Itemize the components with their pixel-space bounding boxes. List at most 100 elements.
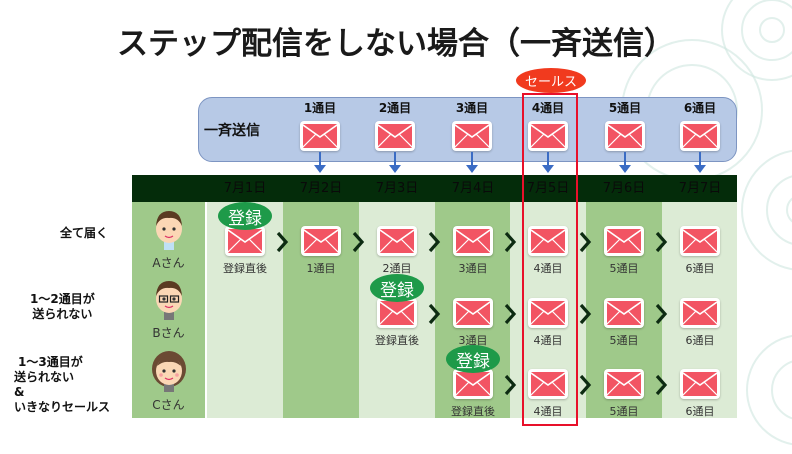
step-mail: 4通目 — [510, 226, 586, 276]
date-label: 7月6日 — [602, 181, 646, 196]
chevron-right-icon — [578, 303, 592, 325]
step-mail: 3通目 — [435, 298, 511, 348]
mail-caption: 4通目 — [533, 262, 563, 275]
bulk-mail-item: 1通目 — [290, 100, 350, 151]
envelope-icon — [375, 121, 415, 151]
envelope-icon — [528, 226, 568, 256]
avatar — [151, 208, 187, 252]
envelope-icon — [680, 121, 720, 151]
down-arrow-icon — [466, 152, 478, 173]
envelope-icon — [680, 226, 720, 256]
mail-caption: 4通目 — [533, 334, 563, 347]
bulk-mail-item: 6通目 — [670, 100, 730, 151]
mail-caption: 1通目 — [306, 262, 336, 275]
page-title: ステップ配信をしない場合（一斉送信） — [117, 26, 675, 62]
envelope-icon — [453, 369, 493, 399]
day-cell — [207, 272, 283, 342]
avatar — [151, 350, 187, 394]
mail-caption: 5通目 — [609, 405, 639, 418]
registration-mail: 登録直後 — [435, 369, 511, 419]
down-arrow-icon — [694, 152, 706, 173]
envelope-icon — [300, 121, 340, 151]
mail-caption: 4通目 — [533, 405, 563, 418]
step-mail: 4通目 — [510, 298, 586, 348]
date-label: 7月4日 — [451, 181, 495, 196]
envelope-icon — [453, 226, 493, 256]
date-label: 7月1日 — [223, 181, 267, 196]
envelope-icon — [528, 369, 568, 399]
chevron-right-icon — [275, 231, 289, 253]
down-arrow-icon — [389, 152, 401, 173]
step-mail: 1通目 — [283, 226, 359, 276]
row-label-missed-1-3: 1～3通目が 送られない & いきなりセールス — [14, 355, 111, 414]
step-mail: 6通目 — [662, 369, 738, 419]
person-c: Cさん — [132, 350, 205, 413]
envelope-icon — [604, 226, 644, 256]
chevron-right-icon — [503, 303, 517, 325]
registration-mail: 登録直後 — [359, 298, 435, 348]
step-mail: 3通目 — [435, 226, 511, 276]
envelope-icon — [377, 226, 417, 256]
bulk-mail-item: 4通目 — [518, 100, 578, 151]
bulk-mail-number: 2通目 — [378, 101, 412, 115]
chevron-right-icon — [503, 374, 517, 396]
envelope-icon — [680, 369, 720, 399]
down-arrow-icon — [542, 152, 554, 173]
sales-badge: セールス — [516, 68, 586, 93]
step-mail: 5通目 — [586, 298, 662, 348]
bulk-mail-number: 4通目 — [531, 101, 565, 115]
register-badge: 登録 — [446, 345, 500, 373]
row-label-all-delivered: 全て届く — [60, 226, 109, 240]
day-cell — [283, 342, 359, 418]
down-arrow-icon — [314, 152, 326, 173]
mail-caption: 3通目 — [458, 262, 488, 275]
mail-caption: 2通目 — [382, 262, 412, 275]
envelope-icon — [680, 298, 720, 328]
bulk-mail-number: 1通目 — [303, 101, 337, 115]
chevron-right-icon — [427, 231, 441, 253]
chevron-right-icon — [578, 374, 592, 396]
envelope-icon — [452, 121, 492, 151]
envelope-icon — [453, 298, 493, 328]
register-badge: 登録 — [218, 202, 272, 230]
mail-caption: 6通目 — [685, 262, 715, 275]
mail-caption: 3通目 — [458, 334, 488, 347]
avatar — [151, 278, 187, 322]
step-mail: 2通目 — [359, 226, 435, 276]
step-mail: 5通目 — [586, 226, 662, 276]
person-a: Aさん — [132, 208, 205, 271]
mail-caption: 6通目 — [685, 405, 715, 418]
step-mail: 5通目 — [586, 369, 662, 419]
person-name: Cさん — [152, 398, 185, 412]
mail-caption: 6通目 — [685, 334, 715, 347]
date-label: 7月2日 — [299, 181, 343, 196]
bulk-mail-number: 5通目 — [608, 101, 642, 115]
envelope-icon — [225, 226, 265, 256]
chevron-right-icon — [654, 231, 668, 253]
envelope-icon — [528, 121, 568, 151]
date-label: 7月5日 — [526, 181, 570, 196]
bulk-mail-item: 3通目 — [442, 100, 502, 151]
step-mail: 6通目 — [662, 298, 738, 348]
chevron-right-icon — [654, 303, 668, 325]
chevron-right-icon — [654, 374, 668, 396]
bulk-mail-item: 5通目 — [595, 100, 655, 151]
chevron-right-icon — [427, 303, 441, 325]
bulk-mail-number: 3通目 — [455, 101, 489, 115]
person-name: Bさん — [152, 326, 185, 340]
chevron-right-icon — [351, 231, 365, 253]
day-cell — [359, 342, 435, 418]
mail-caption: 登録直後 — [451, 405, 495, 418]
step-mail: 6通目 — [662, 226, 738, 276]
date-header-bar: 7月1日 7月2日 7月3日 7月4日 7月5日 7月6日 7月7日 — [132, 175, 737, 202]
registration-mail: 登録直後 — [207, 226, 283, 276]
bulk-mail-number: 6通目 — [683, 101, 717, 115]
envelope-icon — [377, 298, 417, 328]
person-name: Aさん — [152, 256, 185, 270]
chevron-right-icon — [578, 231, 592, 253]
row-label-missed-1-2: 1～2通目が 送られない — [30, 292, 95, 321]
person-b: Bさん — [132, 278, 205, 341]
step-mail: 4通目 — [510, 369, 586, 419]
envelope-icon — [528, 298, 568, 328]
envelope-icon — [604, 369, 644, 399]
